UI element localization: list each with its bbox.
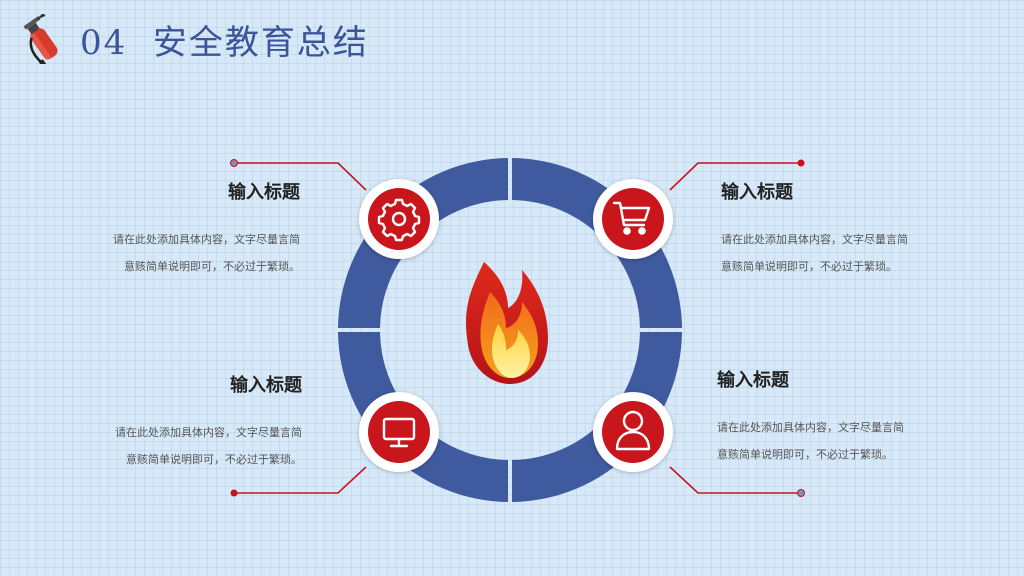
item-description-line: 请在此处添加具体内容，文字尽量言简 [113, 233, 300, 246]
item-description: 请在此处添加具体内容，文字尽量言简 意赅简单说明即可，不必过于繁琐。 [92, 419, 302, 473]
item-heading: 输入标题 [228, 182, 300, 203]
item-bottom-left: 输入标题 请在此处添加具体内容，文字尽量言简 意赅简单说明即可，不必过于繁琐。 [92, 371, 302, 473]
item-top-left: 输入标题 请在此处添加具体内容，文字尽量言简 意赅简单说明即可，不必过于繁琐。 [90, 178, 300, 280]
section-title: 安全教育总结 [152, 22, 369, 63]
item-heading: 输入标题 [717, 370, 789, 391]
item-description-line: 意赅简单说明即可，不必过于繁琐。 [124, 260, 300, 273]
gear-icon [377, 198, 421, 242]
item-bottom-right: 输入标题 请在此处添加具体内容，文字尽量言简 意赅简单说明即可，不必过于繁琐。 [717, 366, 947, 468]
item-heading: 输入标题 [230, 375, 302, 396]
ring-segment-top-left [338, 158, 508, 328]
ring-segment-bottom-left [338, 332, 508, 502]
page-title: 04 安全教育总结 [80, 15, 369, 64]
flame-icon [465, 262, 548, 384]
monitor-icon [382, 417, 416, 448]
connector-bottom-right [669, 466, 801, 494]
connector-dot [230, 159, 238, 167]
section-number: 04 [80, 22, 128, 63]
item-description-line: 请在此处添加具体内容，文字尽量言简 [721, 233, 908, 246]
ring [338, 158, 682, 502]
fire-extinguisher-icon [23, 14, 58, 64]
cart-icon [612, 201, 651, 235]
connector-dot [797, 159, 805, 167]
connector-bottom-left [234, 466, 367, 494]
ring-segment-bottom-right [512, 332, 682, 502]
item-description: 请在此处添加具体内容，文字尽量言简 意赅简单说明即可，不必过于繁琐。 [90, 226, 300, 280]
user-icon [615, 410, 651, 451]
connector-top-right [669, 162, 801, 191]
item-description: 请在此处添加具体内容，文字尽量言简 意赅简单说明即可，不必过于繁琐。 [717, 414, 947, 468]
connector-top-left [234, 162, 367, 191]
item-top-right: 输入标题 请在此处添加具体内容，文字尽量言简 意赅简单说明即可，不必过于繁琐。 [721, 178, 951, 280]
slide-header: 04 安全教育总结 [20, 14, 369, 64]
connector-dot [230, 489, 238, 497]
item-description: 请在此处添加具体内容，文字尽量言简 意赅简单说明即可，不必过于繁琐。 [721, 226, 951, 280]
ring-segment-top-right [512, 158, 682, 328]
item-heading: 输入标题 [721, 182, 793, 203]
icon-disc-monitor [359, 392, 439, 472]
connector-dot [797, 489, 805, 497]
item-description-line: 意赅简单说明即可，不必过于繁琐。 [126, 453, 302, 466]
item-description-line: 请在此处添加具体内容，文字尽量言简 [115, 426, 302, 439]
item-description-line: 意赅简单说明即可，不必过于繁琐。 [717, 448, 893, 461]
item-description-line: 意赅简单说明即可，不必过于繁琐。 [721, 260, 897, 273]
connector-lines [234, 162, 801, 494]
icon-disc-gear [359, 179, 439, 259]
item-description-line: 请在此处添加具体内容，文字尽量言简 [717, 421, 904, 434]
